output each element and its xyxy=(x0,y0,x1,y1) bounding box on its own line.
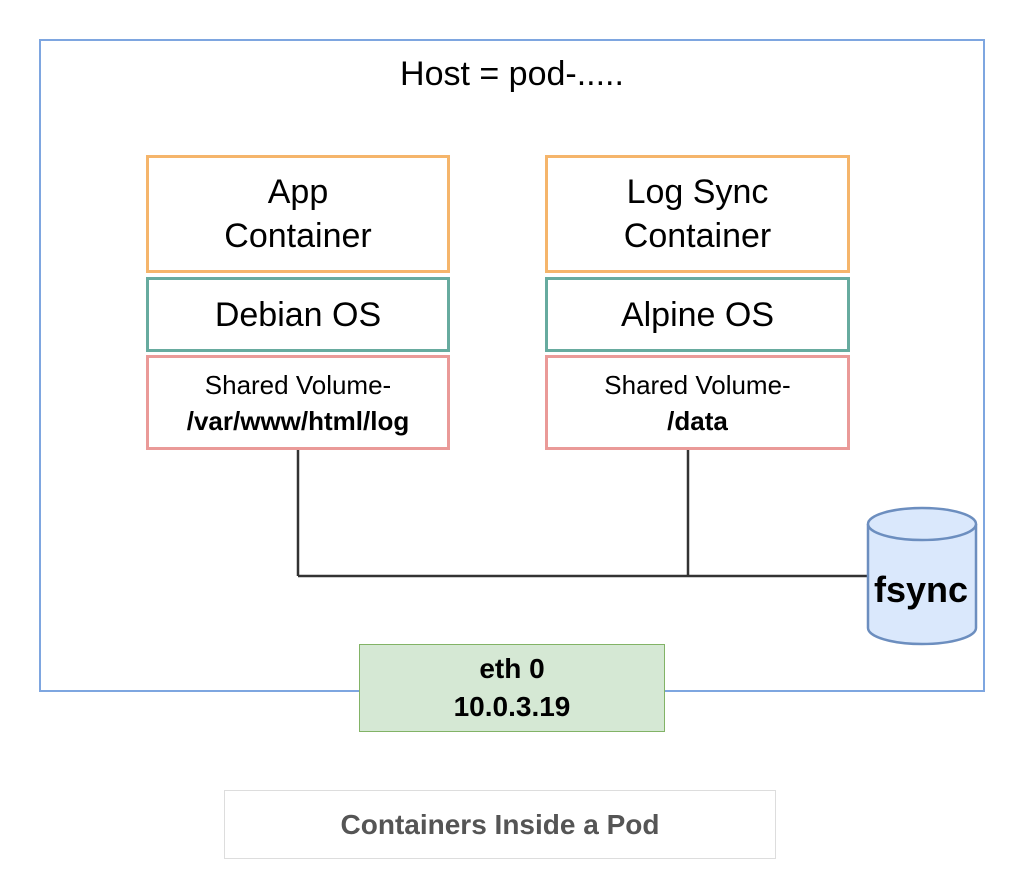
network-interface-name: eth 0 xyxy=(479,653,545,684)
logsync-container-label-line2: Container xyxy=(623,217,772,255)
app-shared-volume-box: Shared Volume- /var/www/html/log xyxy=(146,355,450,450)
logsync-container-label-line1: Log Sync xyxy=(626,173,769,211)
logsync-container-box: Log Sync Container xyxy=(545,155,850,273)
app-os-box: Debian OS xyxy=(146,277,450,352)
network-interface-ip: 10.0.3.19 xyxy=(453,691,571,722)
network-interface-box: eth 0 10.0.3.19 xyxy=(359,644,665,732)
app-container-box: App Container xyxy=(146,155,450,273)
logsync-volume-path: /data xyxy=(667,405,728,436)
storage-cylinder-icon xyxy=(866,506,978,646)
app-volume-label: Shared Volume- xyxy=(204,369,392,400)
storage-label: fsync xyxy=(873,569,969,610)
app-container-label-line2: Container xyxy=(224,217,372,255)
app-os-label: Debian OS xyxy=(214,295,382,334)
logsync-volume-label: Shared Volume- xyxy=(604,369,791,400)
logsync-os-box: Alpine OS xyxy=(545,277,850,352)
diagram-caption: Containers Inside a Pod xyxy=(224,790,776,859)
logsync-shared-volume-box: Shared Volume- /data xyxy=(545,355,850,450)
host-title: Host = pod-..... xyxy=(400,55,624,93)
app-volume-path: /var/www/html/log xyxy=(186,405,410,436)
logsync-os-label: Alpine OS xyxy=(620,295,775,334)
diagram-caption-text: Containers Inside a Pod xyxy=(340,808,660,840)
app-container-label-line1: App xyxy=(267,173,329,211)
